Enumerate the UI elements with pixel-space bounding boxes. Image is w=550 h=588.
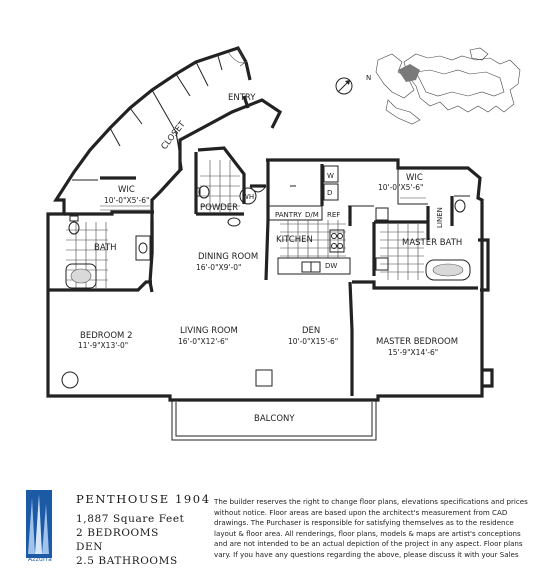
brand-wordmark: Azzurra bbox=[27, 556, 53, 563]
balcony-label: BALCONY bbox=[254, 414, 295, 424]
living-room-label: LIVING ROOM bbox=[180, 326, 238, 336]
wic-left-dimensions: 10'-0"X5'-6" bbox=[104, 196, 149, 205]
water-heater-icon bbox=[239, 187, 257, 205]
room-labels: ENTRY CLOSET WIC 10'-0"X5'-6" BATH BEDRO… bbox=[78, 93, 462, 424]
toilet-icon bbox=[195, 185, 210, 199]
cooktop-icon bbox=[329, 229, 345, 253]
powder-label: POWDER bbox=[200, 203, 238, 213]
fixtures bbox=[61, 165, 471, 389]
dining-room-dimensions: 16'-0"X9'-0" bbox=[196, 263, 241, 272]
closet-label: CLOSET bbox=[159, 119, 188, 152]
bedroom2-dimensions: 11'-9"X13'-0" bbox=[78, 341, 128, 350]
master-bath-label: MASTER BATH bbox=[402, 238, 462, 248]
pantry-label: PANTRY bbox=[275, 211, 302, 219]
ref-label: REF bbox=[327, 211, 340, 219]
master-bedroom-label: MASTER BEDROOM bbox=[376, 337, 458, 347]
kitchen-sink-icon bbox=[301, 261, 321, 273]
compass-icon: N bbox=[335, 74, 371, 95]
dw-label: DW bbox=[325, 262, 337, 270]
brand-logo bbox=[26, 490, 52, 558]
wic-right-label: WIC bbox=[406, 173, 423, 183]
sink-icon bbox=[227, 217, 241, 227]
master-bedroom-dimensions: 15'-9"X14'-6" bbox=[388, 348, 438, 357]
unit-bedrooms: 2 BEDROOMS bbox=[76, 527, 159, 539]
bathtub-icon bbox=[65, 263, 97, 289]
unit-den: DEN bbox=[76, 541, 104, 553]
unit-area: 1,887 Square Feet bbox=[76, 513, 185, 525]
den-label: DEN bbox=[302, 326, 320, 336]
toilet-icon bbox=[68, 215, 80, 235]
north-label: N bbox=[366, 74, 371, 82]
disclaimer-text: The builder reserves the right to change… bbox=[214, 497, 528, 559]
washer-icon bbox=[323, 165, 339, 183]
key-plan: N bbox=[335, 47, 521, 125]
dryer-icon bbox=[323, 183, 339, 201]
dryer-label: D bbox=[327, 189, 332, 197]
bedroom2-label: BEDROOM 2 bbox=[80, 331, 132, 341]
wic-left-label: WIC bbox=[118, 185, 135, 195]
wh-label: WH bbox=[242, 193, 254, 201]
living-room-dimensions: 16'-0"X12'-6" bbox=[178, 337, 228, 346]
bath-label: BATH bbox=[94, 243, 117, 253]
linen-label: LINEN bbox=[436, 207, 444, 228]
kitchen-label: KITCHEN bbox=[276, 235, 313, 245]
dm-label: D/M bbox=[305, 211, 319, 219]
walls bbox=[46, 46, 494, 402]
unit-highlight bbox=[398, 64, 420, 82]
toilet-icon bbox=[454, 199, 466, 213]
dining-room-label: DINING ROOM bbox=[198, 252, 258, 262]
tiled-areas bbox=[66, 160, 424, 288]
bathtub-icon bbox=[61, 371, 79, 389]
shelf-lines bbox=[100, 197, 426, 211]
sink-icon bbox=[135, 235, 151, 261]
details bbox=[56, 47, 470, 441]
bathtub-icon bbox=[425, 259, 471, 281]
entry-label: ENTRY bbox=[228, 93, 256, 103]
sink-icon bbox=[375, 207, 389, 271]
wic-right-dimensions: 10'-0"X5'-6" bbox=[378, 183, 423, 192]
unit-title: PENTHOUSE 1904 bbox=[76, 492, 211, 506]
unit-bathrooms: 2.5 BATHROOMS bbox=[76, 555, 178, 567]
washer-label: W bbox=[327, 172, 334, 180]
floor-plan: N bbox=[46, 46, 521, 441]
den-dimensions: 10'-0"X15'-6" bbox=[288, 337, 338, 346]
